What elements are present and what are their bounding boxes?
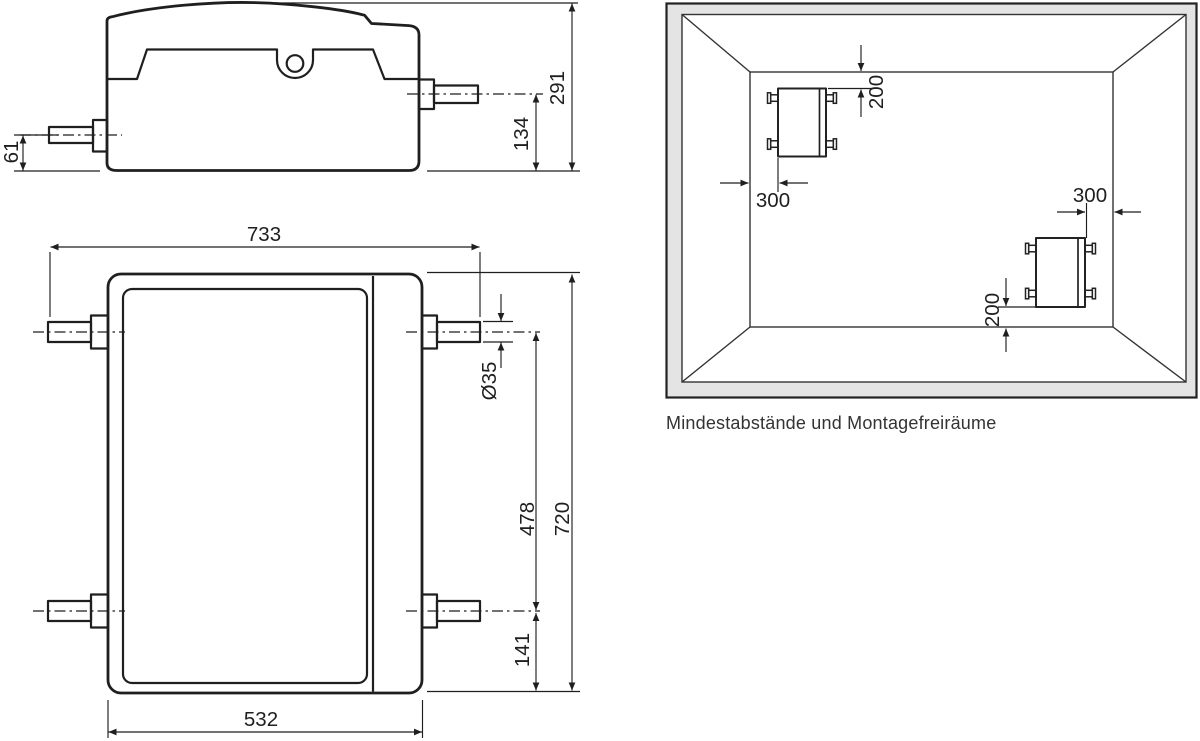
grommet-circle	[285, 54, 305, 73]
dim-label-134: 134	[510, 117, 533, 151]
dim-label-733: 733	[247, 223, 281, 246]
unit-body-outline	[105, 1, 421, 172]
unit-body-outline	[106, 272, 424, 695]
unit1-body	[777, 87, 827, 158]
perspective-line-top-left	[681, 13, 751, 73]
dim-label-720: 720	[551, 502, 574, 536]
dim-label-61: 61	[0, 141, 23, 164]
front-view-drawing: 733 Ø35 478 141 720 532	[33, 223, 580, 738]
perspective-line-bottom-left	[681, 326, 751, 383]
side-view-drawing: 291 134 61	[0, 1, 580, 172]
unit2-body	[1035, 237, 1086, 308]
dim-label-141: 141	[511, 633, 534, 667]
room-clearance-diagram: 200 300 300 200 Mindestabstände und Mont…	[665, 2, 1198, 433]
unit-door-panel	[121, 287, 369, 685]
unit-panel-line	[108, 48, 418, 81]
perspective-line-top-right	[1112, 13, 1187, 73]
wall-unit-top-left	[766, 87, 838, 158]
clearance-label-300-right: 300	[1073, 184, 1107, 207]
dim-label-291: 291	[546, 71, 569, 105]
clearance-label-200-top: 200	[865, 75, 888, 109]
dim-label-478: 478	[516, 502, 539, 536]
room-caption: Mindestabstände und Montagefreiräume	[666, 413, 996, 433]
clearance-label-300-left: 300	[756, 189, 790, 212]
left-pipe-flange	[91, 118, 109, 153]
wall-unit-bottom-right	[1024, 237, 1097, 308]
perspective-line-bottom-right	[1112, 326, 1187, 383]
dim-label-d35: Ø35	[478, 362, 501, 401]
dim-label-532: 532	[244, 708, 278, 731]
clearance-label-200-bottom: 200	[981, 293, 1004, 327]
